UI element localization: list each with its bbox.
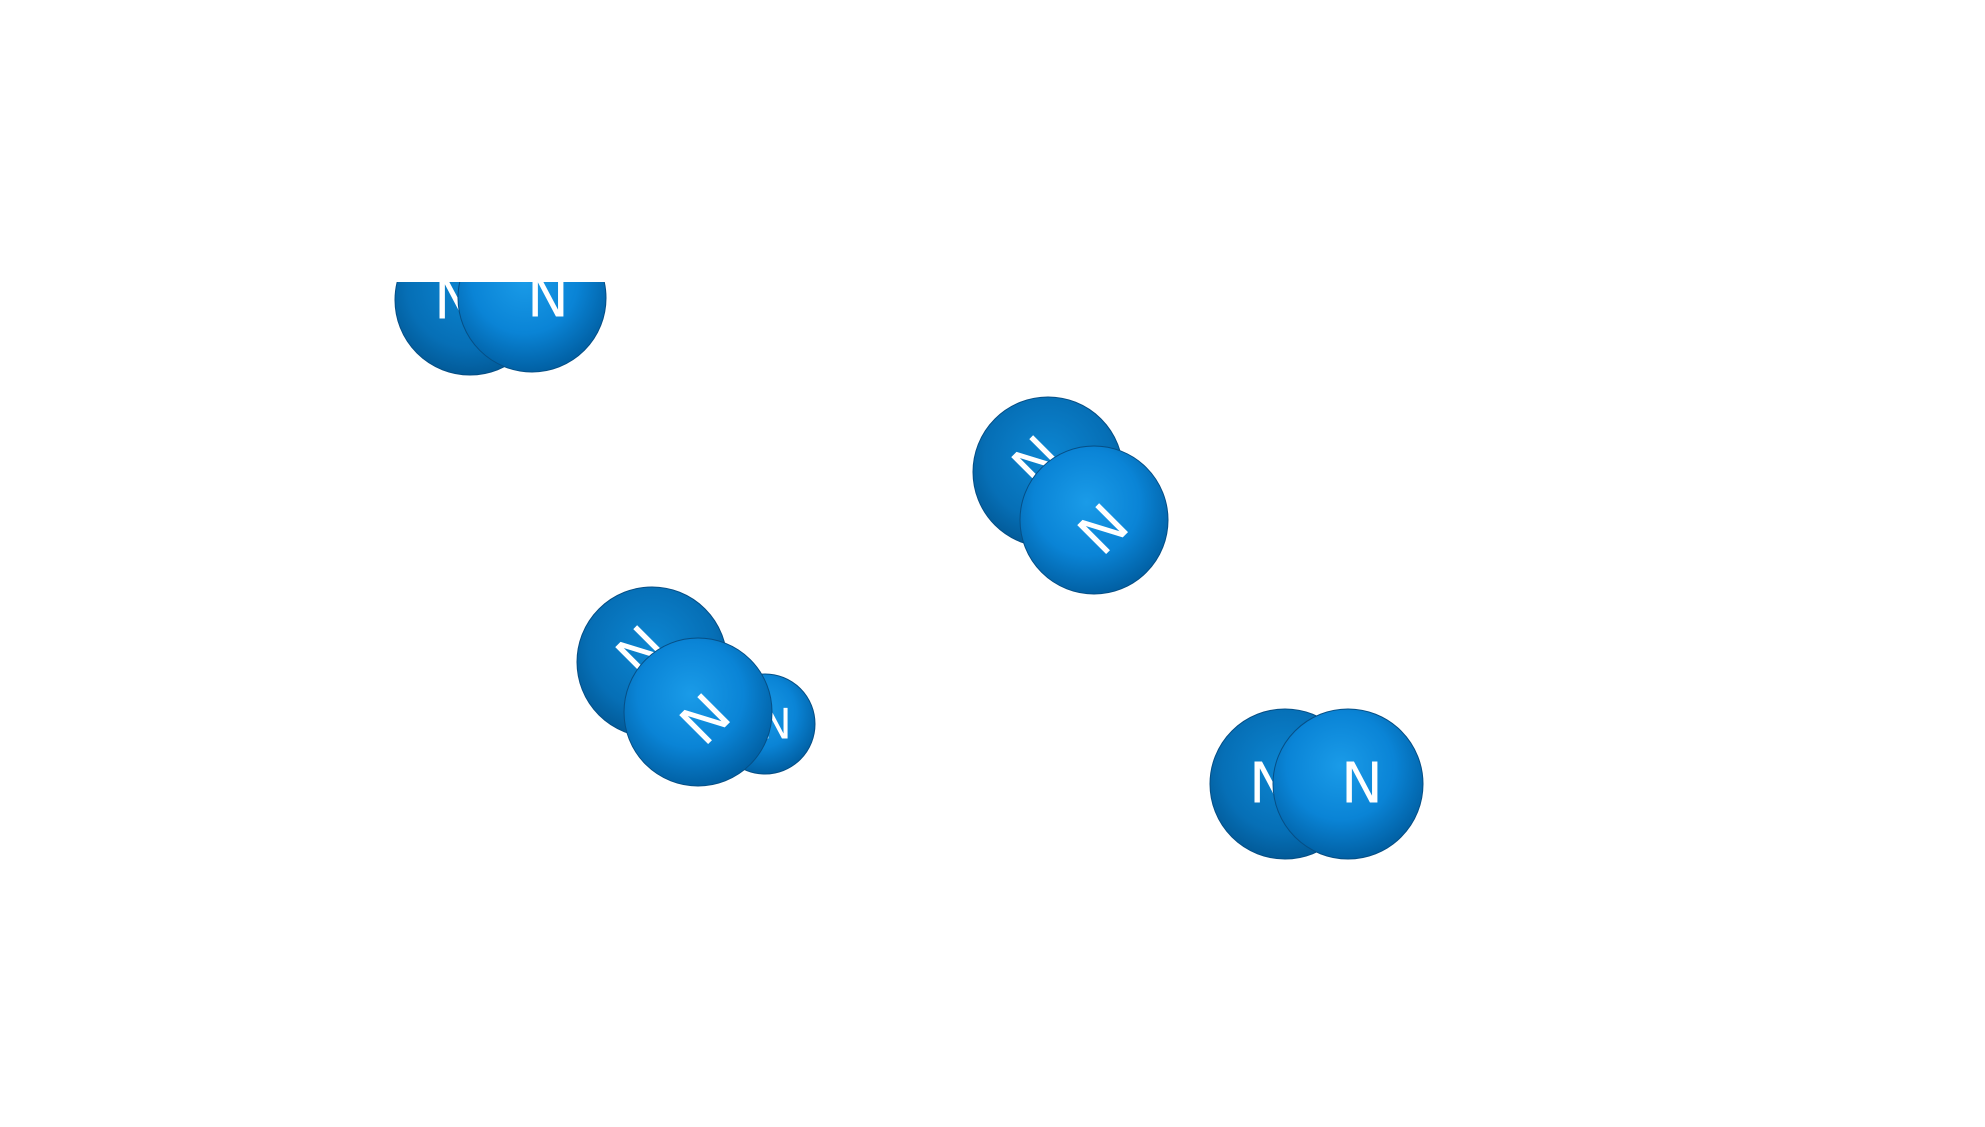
atom: N <box>1019 445 1169 595</box>
atom-label: N <box>1341 752 1383 817</box>
atom: N <box>623 637 773 787</box>
molecule-2: N N <box>972 396 1169 595</box>
atom: N <box>457 266 607 373</box>
atom-label: N <box>527 266 569 331</box>
atom: N <box>1272 708 1424 860</box>
molecule-1: N N <box>394 266 607 376</box>
molecule-5: N N <box>1209 708 1424 860</box>
molecule-4: N N <box>576 586 773 787</box>
